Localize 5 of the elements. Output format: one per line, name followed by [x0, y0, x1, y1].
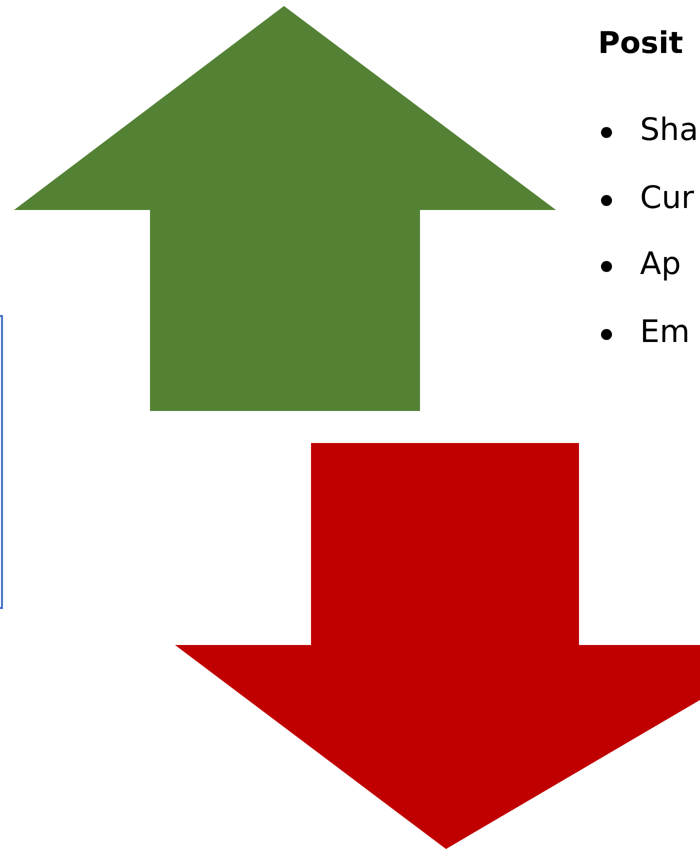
- bullet-text: Cur: [640, 179, 694, 218]
- heading: Posit: [598, 25, 684, 63]
- bullet-text: Ap: [640, 245, 681, 284]
- bullet-text: Em: [640, 313, 690, 352]
- bullet-text: Sha: [640, 111, 698, 150]
